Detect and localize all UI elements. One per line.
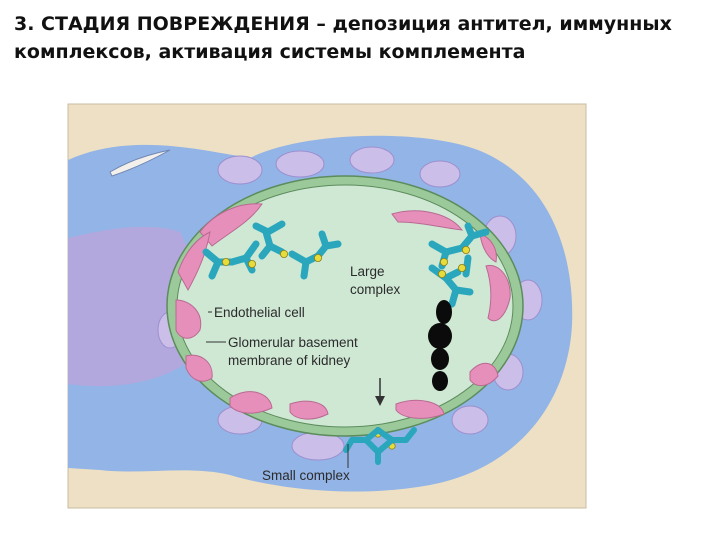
down-arrow-icon	[375, 378, 385, 406]
black-marker-blobs	[428, 300, 452, 391]
small-complex-antibodies	[343, 427, 417, 465]
large-complex-antibodies	[202, 220, 490, 308]
label-large-complex-line-1: Large	[350, 264, 385, 279]
label-endothelial-cell: Endothelial cell	[214, 305, 305, 320]
tube-slit	[109, 149, 171, 177]
label-leader-lines	[206, 311, 349, 468]
slide-title-line-1: 3. СТАДИЯ ПОВРЕЖДЕНИЯ – депозиция антите…	[14, 13, 672, 35]
label-glomerular-basement-line-1: Glomerular basement	[228, 335, 358, 350]
label-glomerular-basement-line-2: membrane of kidney	[228, 353, 351, 368]
label-small-complex: Small complex	[262, 468, 350, 483]
slide-title-line-2: комплексов, активация системы комплемент…	[14, 41, 526, 63]
slide-title: 3. СТАДИЯ ПОВРЕЖДЕНИЯ – депозиция антите…	[14, 10, 710, 66]
endothelial-cells	[175, 203, 511, 420]
label-large-complex-line-2: complex	[350, 282, 401, 297]
